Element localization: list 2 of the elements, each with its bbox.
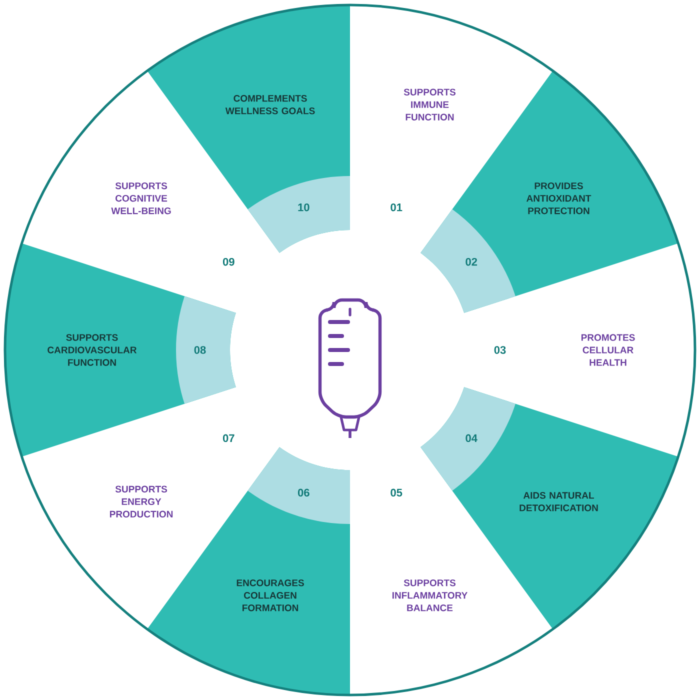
sector: 03 PROMOTES CELLULAR HEALTH [494,334,635,366]
sector: 07 SUPPORTS ENERGY PRODUCTION [110,434,234,518]
